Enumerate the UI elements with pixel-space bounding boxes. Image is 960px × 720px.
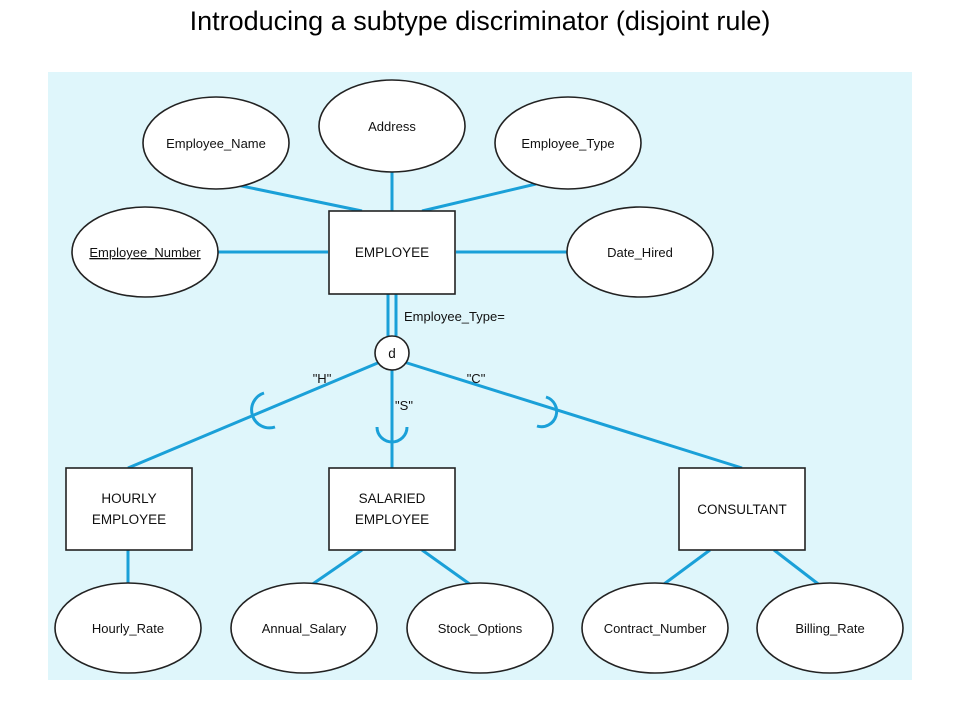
connector-employee-name xyxy=(231,182,363,213)
total-specialization-lines xyxy=(386,294,398,338)
attribute-connectors xyxy=(218,160,568,254)
entity-label-line2: EMPLOYEE xyxy=(355,512,429,527)
connector-consultant xyxy=(403,360,743,470)
attribute-stock-options: Stock_Options xyxy=(406,582,554,674)
attribute-label: Contract_Number xyxy=(604,621,707,636)
entity-label-line1: SALARIED xyxy=(359,491,426,506)
entity-salaried-employee: SALARIED EMPLOYEE xyxy=(328,467,456,551)
supertype-attributes: Employee_Name Address Employee_Type Empl… xyxy=(71,79,714,298)
attribute-contract-number: Contract_Number xyxy=(581,582,729,674)
slide-title: Introducing a subtype discriminator (dis… xyxy=(189,6,771,36)
attribute-label: Annual_Salary xyxy=(262,621,347,636)
connector-employee-type xyxy=(421,182,537,213)
attribute-employee-number: Employee_Number xyxy=(71,206,219,298)
attribute-label: Billing_Rate xyxy=(795,621,864,636)
entity-label: EMPLOYEE xyxy=(355,245,429,260)
disjoint-symbol-label: d xyxy=(388,346,396,361)
subset-symbol-hourly xyxy=(250,391,276,430)
subset-symbol-salaried xyxy=(375,426,409,444)
attribute-annual-salary: Annual_Salary xyxy=(230,582,378,674)
attribute-label: Hourly_Rate xyxy=(92,621,164,636)
attribute-employee-name: Employee_Name xyxy=(142,96,290,190)
subset-symbols xyxy=(250,391,559,444)
attribute-employee-type: Employee_Type xyxy=(494,96,642,190)
discriminator-value-consultant: "C" xyxy=(467,371,486,386)
attribute-address: Address xyxy=(318,79,466,173)
disjoint-symbol: d xyxy=(374,335,410,371)
entity-label-line2: EMPLOYEE xyxy=(92,512,166,527)
subtype-connectors xyxy=(127,360,743,470)
discriminator-value-salaried: "S" xyxy=(395,398,413,413)
discriminator-label: Employee_Type= xyxy=(404,309,505,324)
subset-symbol-consultant xyxy=(536,395,559,429)
attribute-label: Date_Hired xyxy=(607,245,673,260)
connector-hourly xyxy=(127,360,381,470)
attribute-hourly-rate: Hourly_Rate xyxy=(54,582,202,674)
attribute-label: Stock_Options xyxy=(438,621,523,636)
attribute-label: Employee_Name xyxy=(166,136,266,151)
entity-label-line1: HOURLY xyxy=(101,491,156,506)
discriminator-value-hourly: "H" xyxy=(313,371,332,386)
attribute-billing-rate: Billing_Rate xyxy=(756,582,904,674)
entity-hourly-employee: HOURLY EMPLOYEE xyxy=(65,467,193,551)
attribute-date-hired: Date_Hired xyxy=(566,206,714,298)
identifier-label: Employee_Number xyxy=(89,245,201,260)
subtype-attributes: Hourly_Rate Annual_Salary Stock_Options … xyxy=(54,582,904,674)
attribute-label: Address xyxy=(368,119,416,134)
attribute-label: Employee_Type xyxy=(521,136,614,151)
entity-label: CONSULTANT xyxy=(697,502,787,517)
entity-employee: EMPLOYEE xyxy=(328,210,456,295)
entity-consultant: CONSULTANT xyxy=(678,467,806,551)
